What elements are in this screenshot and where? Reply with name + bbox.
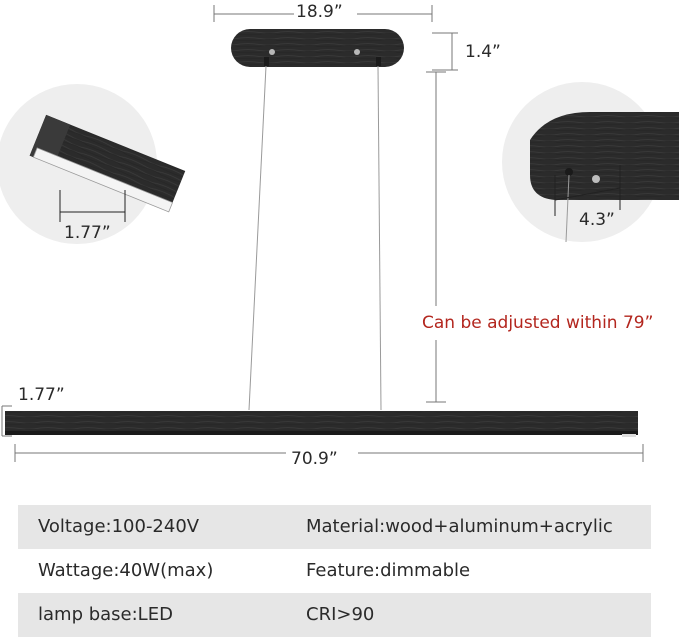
suspension-cable-right xyxy=(377,65,382,411)
specs-table: Voltage:100-240V Material:wood+aluminum+… xyxy=(0,505,679,638)
canopy-height-label: 1.4” xyxy=(465,42,501,62)
canopy-width-label: 18.9” xyxy=(296,2,343,22)
adjustable-height-dimension xyxy=(426,71,446,403)
fixture-bar xyxy=(5,411,638,437)
fixture-height-dimension xyxy=(1,405,12,437)
fixture-height-label: 1.77” xyxy=(18,385,65,405)
suspension-cable-left xyxy=(248,65,267,411)
canopy-width-dimension xyxy=(213,5,433,22)
spec-row: Voltage:100-240V Material:wood+aluminum+… xyxy=(18,505,651,549)
spec-row: Wattage:40W(max) Feature:dimmable xyxy=(18,549,651,593)
spec-material: Material:wood+aluminum+acrylic xyxy=(306,516,613,537)
fixture-length-dimension xyxy=(14,444,644,462)
spec-voltage: Voltage:100-240V xyxy=(38,516,200,537)
product-diagram xyxy=(0,5,679,462)
canopy-detail-circle xyxy=(502,82,679,243)
spec-cri: CRI>90 xyxy=(306,604,375,625)
fixture-detail-circle xyxy=(0,84,186,244)
canopy-detail-label: 4.3” xyxy=(579,210,615,230)
spec-row: lamp base:LED CRI>90 xyxy=(18,593,651,637)
spec-feature: Feature:dimmable xyxy=(306,560,471,581)
spec-lamp-base: lamp base:LED xyxy=(38,604,173,625)
canopy xyxy=(231,29,404,67)
fixture-length-label: 70.9” xyxy=(291,449,338,469)
spec-wattage: Wattage:40W(max) xyxy=(38,560,214,581)
adjustable-height-label: Can be adjusted within 79” xyxy=(422,313,654,333)
fixture-width-detail-label: 1.77” xyxy=(64,223,111,243)
canopy-height-dimension xyxy=(432,32,458,71)
